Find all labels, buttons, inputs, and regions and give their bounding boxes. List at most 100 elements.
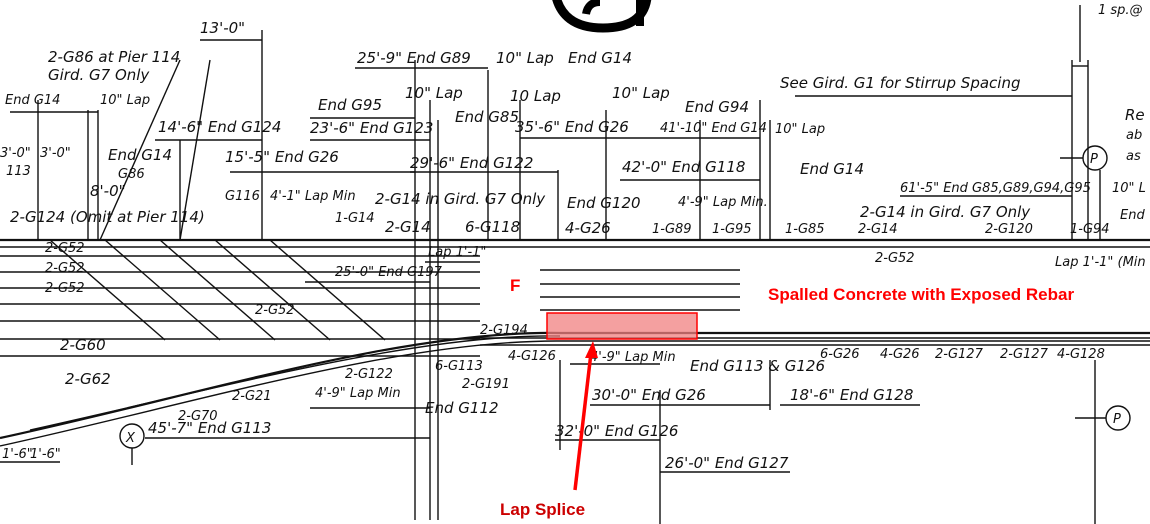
bar-label: 61'-5" End G85,G89,G94,G95 bbox=[900, 181, 1091, 196]
bar-label: 1-G89 bbox=[652, 222, 692, 237]
bar-label: 45'-7" End G113 bbox=[148, 419, 271, 437]
dimension-lines bbox=[0, 5, 1088, 473]
bar-label: End G14 bbox=[568, 49, 632, 67]
bar-label: 2-G70 bbox=[178, 409, 218, 424]
bar-label: 2-G52 bbox=[45, 261, 85, 276]
bar-label: G116 bbox=[225, 189, 260, 204]
bar-label: End bbox=[1120, 208, 1145, 223]
bar-label: 2-G191 bbox=[462, 377, 510, 392]
bar-label: 1-G95 bbox=[712, 222, 752, 237]
bar-label: G86 bbox=[118, 167, 145, 182]
bar-label: 4-G126 bbox=[508, 349, 556, 364]
bar-label: 2-G52 bbox=[45, 241, 85, 256]
lap-splice-label: Lap Splice bbox=[500, 500, 585, 519]
bar-label: 2-G62 bbox=[65, 370, 111, 388]
bar-label: 10 Lap bbox=[510, 87, 561, 105]
bar-label: End G95 bbox=[318, 96, 382, 114]
bar-label: 2-G60 bbox=[60, 336, 106, 354]
bar-label: 2-G14 bbox=[385, 218, 431, 236]
bar-label: 6-G113 bbox=[435, 359, 483, 374]
bar-label: 26'-0" End G127 bbox=[665, 454, 789, 472]
diagonal-bars bbox=[49, 59, 386, 341]
girder-top-line bbox=[0, 238, 1150, 357]
bar-label: 10" Lap bbox=[612, 84, 670, 102]
bar-label: 41'-10" End G14 bbox=[660, 121, 767, 136]
note-label: Re bbox=[1125, 106, 1145, 124]
bar-label: End G85 bbox=[455, 108, 519, 126]
bar-label: Lap 1'-1" bbox=[428, 245, 486, 260]
bar-label: End G14 bbox=[5, 93, 60, 108]
bar-label: 4'-9" Lap Min bbox=[590, 350, 676, 365]
lap-splice-arrow bbox=[573, 352, 593, 491]
note-label: as bbox=[1126, 149, 1141, 164]
drawing-labels: 13'-0" 2-G86 at Pier 114 Gird. G7 Only E… bbox=[0, 3, 1146, 472]
marker-label: P bbox=[1113, 412, 1121, 427]
bar-label: 2-G127 bbox=[1000, 347, 1049, 362]
bar-label: 1 sp.@ bbox=[1098, 3, 1143, 18]
bar-label: 42'-0" End G118 bbox=[622, 158, 745, 176]
bar-label: 2-G127 bbox=[935, 347, 984, 362]
marker-label: P bbox=[1090, 152, 1098, 167]
note-label: ab bbox=[1126, 128, 1142, 143]
bar-label: 2-G124 (Omit at Pier 114) bbox=[10, 208, 205, 226]
bar-label: 2-G21 bbox=[232, 389, 272, 404]
bar-label: 4'-9" Lap Min. bbox=[678, 195, 768, 210]
bar-label: 6-G26 bbox=[820, 347, 860, 362]
dim-label: 3'-0" bbox=[0, 146, 31, 161]
dim-label: 3'-0" bbox=[40, 146, 71, 161]
bar-label: 2-G52 bbox=[875, 251, 915, 266]
dim-label: 1'-6" bbox=[2, 447, 33, 462]
bar-label: 29'-6" End G122 bbox=[410, 154, 533, 172]
bar-label: 2-G86 at Pier 114 bbox=[48, 48, 180, 66]
bar-label: 2-G122 bbox=[345, 367, 393, 382]
bar-label: 10" L bbox=[1112, 181, 1146, 196]
bar-label: End G120 bbox=[567, 194, 641, 212]
bar-label: 2-G14 bbox=[858, 222, 898, 237]
bar-label: 10" Lap bbox=[775, 122, 825, 137]
vertical-lines bbox=[37, 30, 1101, 524]
bar-label: End G113 & G126 bbox=[690, 357, 825, 375]
bar-label: 2-G14 in Gird. G7 Only bbox=[375, 190, 546, 208]
bar-label: 10" Lap bbox=[496, 49, 554, 67]
bar-label: End G94 bbox=[685, 98, 749, 116]
bar-label: 4'-1" Lap Min bbox=[270, 189, 356, 204]
bar-label: Gird. G7 Only bbox=[48, 66, 150, 84]
bar-label: 15'-5" End G26 bbox=[225, 148, 339, 166]
bar-label: 113 bbox=[6, 164, 31, 179]
bar-label: 10" Lap bbox=[405, 84, 463, 102]
bar-label: 2-G14 in Gird. G7 Only bbox=[860, 203, 1031, 221]
damage-annotation: F Spalled Concrete with Exposed Rebar La… bbox=[500, 276, 1074, 519]
bar-label: 14'-6" End G124 bbox=[158, 118, 281, 136]
spalled-label: Spalled Concrete with Exposed Rebar bbox=[768, 285, 1074, 304]
bar-label: 2-G52 bbox=[255, 303, 295, 318]
bar-label: 25'-9" End G89 bbox=[357, 49, 471, 67]
bar-label: 30'-0" End G26 bbox=[592, 386, 706, 404]
bar-label: 10" Lap bbox=[100, 93, 150, 108]
cropped-heading-fragment bbox=[552, 0, 652, 33]
bar-label: End G14 bbox=[800, 160, 864, 178]
bar-label: 32'-0" End G126 bbox=[555, 422, 678, 440]
dim-label: 8'-0" bbox=[90, 182, 126, 200]
bar-label: 4-G26 bbox=[880, 347, 920, 362]
marker-label: X bbox=[125, 431, 136, 446]
f-label: F bbox=[510, 276, 520, 295]
bar-label: 2-G52 bbox=[45, 281, 85, 296]
bar-label: 2-G120 bbox=[985, 222, 1033, 237]
bar-label: 2-G194 bbox=[480, 323, 528, 338]
bar-label: 18'-6" End G128 bbox=[790, 386, 913, 404]
note-label: See Gird. G1 for Stirrup Spacing bbox=[780, 74, 1020, 92]
bar-label: 1-G14 bbox=[335, 211, 375, 226]
spall-highlight-box bbox=[546, 312, 698, 340]
bar-label: 35'-6" End G26 bbox=[515, 118, 629, 136]
bar-label: Lap 1'-1" (Min bbox=[1055, 255, 1146, 270]
bar-label: 4-G26 bbox=[565, 219, 611, 237]
bar-label: End G14 bbox=[108, 146, 172, 164]
dim-label: 1'-6" bbox=[30, 447, 61, 462]
bar-label: 4-G128 bbox=[1057, 347, 1105, 362]
dim-label: 13'-0" bbox=[200, 19, 245, 37]
arrow-head bbox=[585, 341, 598, 358]
bar-label: 4'-9" Lap Min bbox=[315, 386, 401, 401]
bar-label: End G112 bbox=[425, 399, 499, 417]
